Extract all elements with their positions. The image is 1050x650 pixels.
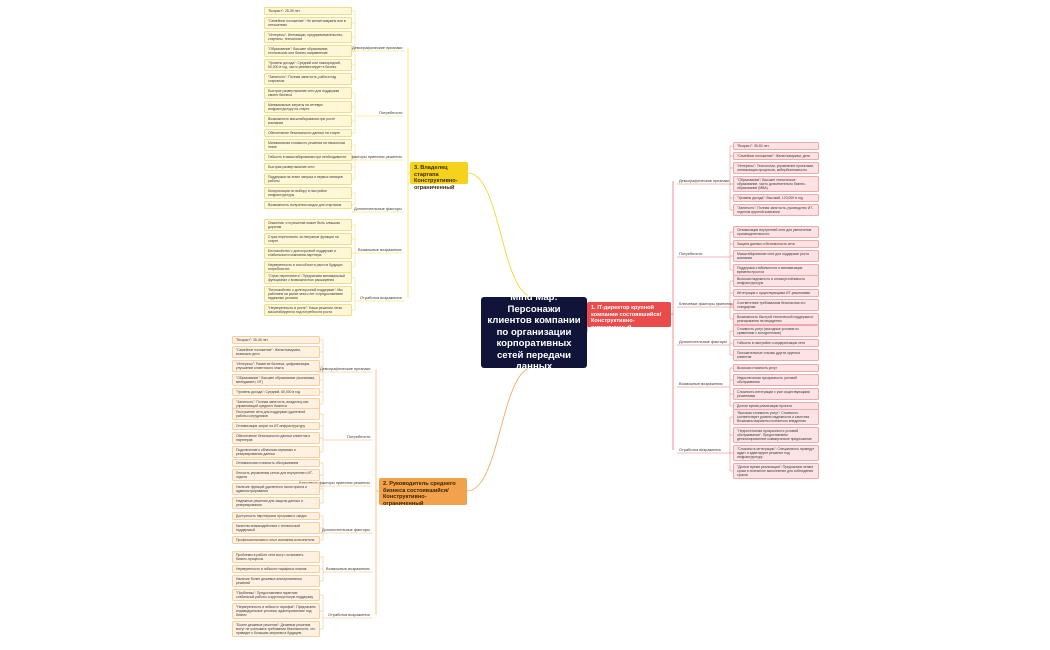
leaf-item[interactable]: "Проблемы": Предоставляем гарантию стаби… — [232, 589, 320, 602]
leaf-item[interactable]: Профессионализм и опыт компании-исполнит… — [232, 536, 320, 545]
leaf-item[interactable]: "Неуверенность в гибкости тарифов": Пред… — [232, 603, 320, 620]
leaf-item[interactable]: "Интересы": Инновации, предпринимательст… — [264, 31, 352, 44]
leaf-item[interactable]: Консультации по выбору и настройке инфра… — [264, 187, 352, 200]
category-4[interactable]: Дополнительные факторы — [679, 339, 727, 344]
category-1[interactable]: Демографические признаки — [320, 366, 371, 371]
root-node[interactable]: Mind Map: Персонажи клиентов компании по… — [481, 292, 587, 372]
category-2[interactable]: Потребности — [379, 110, 403, 115]
leaf-item[interactable]: "Возраст": 35-45 лет — [232, 336, 320, 345]
leaf-item[interactable]: Обеспечение безопасности данных на старт… — [264, 129, 352, 138]
leaf-item[interactable]: "Образование": Высшее образование (эконо… — [232, 374, 320, 387]
branch-label: 1. IT-директор крупной компании состоявш… — [591, 305, 662, 332]
category-6[interactable]: Отработка возражения — [360, 295, 402, 300]
leaf-item[interactable]: "Интересы": Развитие бизнеса, цифровизац… — [232, 360, 320, 373]
leaf-item[interactable]: "Высокая стоимость услуг": Стоимость соо… — [733, 409, 819, 426]
leaf-item[interactable]: "Образование": Высшее образование, техни… — [264, 45, 352, 58]
leaf-item[interactable]: "Долгое время реализации": Предлагаем че… — [733, 463, 819, 480]
leaf-item[interactable]: "Занятость": Полная занятость, руководст… — [733, 204, 819, 217]
leaf-item[interactable]: "Возраст": 35-50 лет — [733, 142, 819, 151]
leaf-item[interactable]: Возможность быстрой технической поддержк… — [733, 313, 819, 326]
category-5[interactable]: Возможные возражения — [679, 381, 723, 386]
leaf-item[interactable]: "Семейное положение": Женат/замужем, воз… — [232, 346, 320, 359]
leaf-item[interactable]: Стоимость услуг (выгодные условия по сра… — [733, 325, 819, 338]
leaf-item[interactable]: Подключение к облачным сервисам и резерв… — [232, 446, 320, 459]
leaf-item[interactable]: Минимальная стоимость решения на начальн… — [264, 139, 352, 152]
leaf-item[interactable]: "Занятость": Полная занятость, работа на… — [264, 73, 352, 86]
branch-it-director[interactable]: 1. IT-директор крупной компании состоявш… — [587, 302, 671, 331]
leaf-item[interactable]: Минимальные затраты на сетевую инфрастру… — [264, 101, 352, 114]
leaf-item[interactable]: "Семейное положение": Женат/замужем, дет… — [733, 152, 819, 161]
category-2[interactable]: Потребности — [347, 434, 371, 439]
leaf-item[interactable]: "Неуверенность в росте": Наши решения ле… — [264, 304, 352, 317]
leaf-item[interactable]: Оптимизация затрат на ИТ-инфраструктуру — [232, 422, 320, 431]
leaf-item[interactable]: Поддержка на этапе запуска и первых меся… — [264, 173, 352, 186]
leaf-item[interactable]: Быстрая развертывание сети — [264, 163, 352, 172]
leaf-item[interactable]: Беспокойство о долгосрочной поддержке и … — [264, 247, 352, 260]
leaf-item[interactable]: Проблемы в работе сети могут остановить … — [232, 551, 320, 564]
category-4[interactable]: Дополнительные факторы — [322, 527, 370, 532]
branch-startup-owner[interactable]: 3. Владелец стартапа Конструктивно-огран… — [410, 162, 468, 191]
leaf-item[interactable]: Быстрое развертывание сети для поддержки… — [264, 87, 352, 100]
leaf-item[interactable]: "Уровень дохода": Высокий, 120,000 в год — [733, 194, 819, 203]
leaf-item[interactable]: Легкость управления сетью для внутреннег… — [232, 469, 320, 482]
leaf-item[interactable]: Недостаточная прозрачность условий обслу… — [733, 374, 819, 387]
leaf-item[interactable]: Доступность партнерских программ и скидо… — [232, 512, 320, 521]
category-3[interactable]: Ключевые факторы принятия решения — [299, 480, 370, 485]
root-title: Mind Map: Персонажи клиентов компании по… — [487, 292, 581, 373]
leaf-item[interactable]: "Уровень дохода": Средний или нижесредни… — [264, 59, 352, 72]
leaf-item[interactable]: Неуверенность в гибкости тарифных планов — [232, 565, 320, 574]
category-6[interactable]: Отработка возражения — [328, 612, 370, 617]
leaf-item[interactable]: Построение сети для поддержки удаленной … — [232, 408, 320, 421]
leaf-item[interactable]: "Более дешевые решения": Дешевые решения… — [232, 621, 320, 638]
leaf-item[interactable]: Возможность масштабирования при росте ко… — [264, 115, 352, 128]
category-4[interactable]: Дополнительные факторы — [354, 206, 402, 211]
category-3[interactable]: Ключевые факторы принятия решения — [331, 154, 402, 159]
leaf-item[interactable]: "Уровень дохода": Средний, 80,000 в год — [232, 388, 320, 397]
leaf-item[interactable]: "Недостаточная прозрачность условий обсл… — [733, 427, 819, 444]
leaf-item[interactable]: "Страх переплатить": Предлагаем минималь… — [264, 272, 352, 285]
leaf-item[interactable]: Высокая надежность и отказоустойчивость … — [733, 275, 819, 288]
leaf-item[interactable]: "Беспокойство о долгосрочной поддержке":… — [264, 286, 352, 303]
leaf-item[interactable]: Масштабирование сети для поддержки роста… — [733, 250, 819, 263]
leaf-item[interactable]: Соответствие требованиям безопасности и … — [733, 299, 819, 312]
leaf-item[interactable]: Надежные решения для защиты данных и рез… — [232, 497, 320, 510]
leaf-item[interactable]: Качество взаимодействия с технической по… — [232, 522, 320, 535]
category-1[interactable]: Демографические признаки — [352, 45, 403, 50]
category-1[interactable]: Демографические признаки — [679, 178, 730, 183]
leaf-item[interactable]: Оптимальная стоимость обслуживания — [232, 459, 320, 468]
leaf-item[interactable]: Высокая стоимость услуг — [733, 364, 819, 373]
category-5[interactable]: Возможные возражения — [358, 247, 402, 252]
leaf-item[interactable]: Страх переплатить за ненужные функции на… — [264, 233, 352, 246]
leaf-item[interactable]: "Интересы": Технологии, управление проек… — [733, 162, 819, 175]
leaf-item[interactable]: Гибкость в масштабировании при необходим… — [264, 153, 352, 162]
leaf-item[interactable]: Оптимизация внутренней сети для увеличен… — [733, 226, 819, 239]
branch-label: 3. Владелец стартапа Конструктивно-огран… — [414, 165, 458, 192]
leaf-item[interactable]: Интеграция с существующими ИТ-решениями — [733, 289, 819, 298]
category-3[interactable]: Ключевые факторы принятия решения — [679, 301, 750, 306]
branch-mid-business-head[interactable]: 2. Руководитель среднего бизнеса состояв… — [379, 478, 467, 508]
category-5[interactable]: Возможные возражения — [326, 566, 370, 571]
leaf-item[interactable]: Защита данных и безопасность сети — [733, 240, 819, 249]
leaf-item[interactable]: "Возраст": 25-35 лет — [264, 7, 352, 16]
category-2[interactable]: Потребности — [679, 251, 703, 256]
branch-label: 2. Руководитель среднего бизнеса состояв… — [383, 481, 456, 508]
category-6[interactable]: Отработка возражения — [679, 447, 721, 452]
leaf-item[interactable]: Наличие более дешевых альтернативных реш… — [232, 575, 320, 588]
leaf-item[interactable]: Возможность получения скидок для стартап… — [264, 201, 352, 210]
leaf-item[interactable]: Наличие функций удаленного мониторинга и… — [232, 483, 320, 496]
leaf-item[interactable]: Сложность интеграции с уже существующими… — [733, 388, 819, 401]
leaf-item[interactable]: "Сложность интеграции": Специалисты пров… — [733, 445, 819, 462]
leaf-item[interactable]: "Семейное положение": Не женат/замужем и… — [264, 17, 352, 30]
leaf-item[interactable]: Положительные отзывы других крупных клие… — [733, 349, 819, 362]
leaf-item[interactable]: Обеспечение безопасности данных клиентов… — [232, 432, 320, 445]
leaf-item[interactable]: "Образование": Высшее техническое образо… — [733, 176, 819, 193]
leaf-item[interactable]: Опасения, что решение может быть слишком… — [264, 219, 352, 232]
leaf-item[interactable]: Неуверенность в способности расти в буду… — [264, 261, 352, 274]
leaf-item[interactable]: Гибкость в настройке и модернизации сети — [733, 339, 819, 348]
